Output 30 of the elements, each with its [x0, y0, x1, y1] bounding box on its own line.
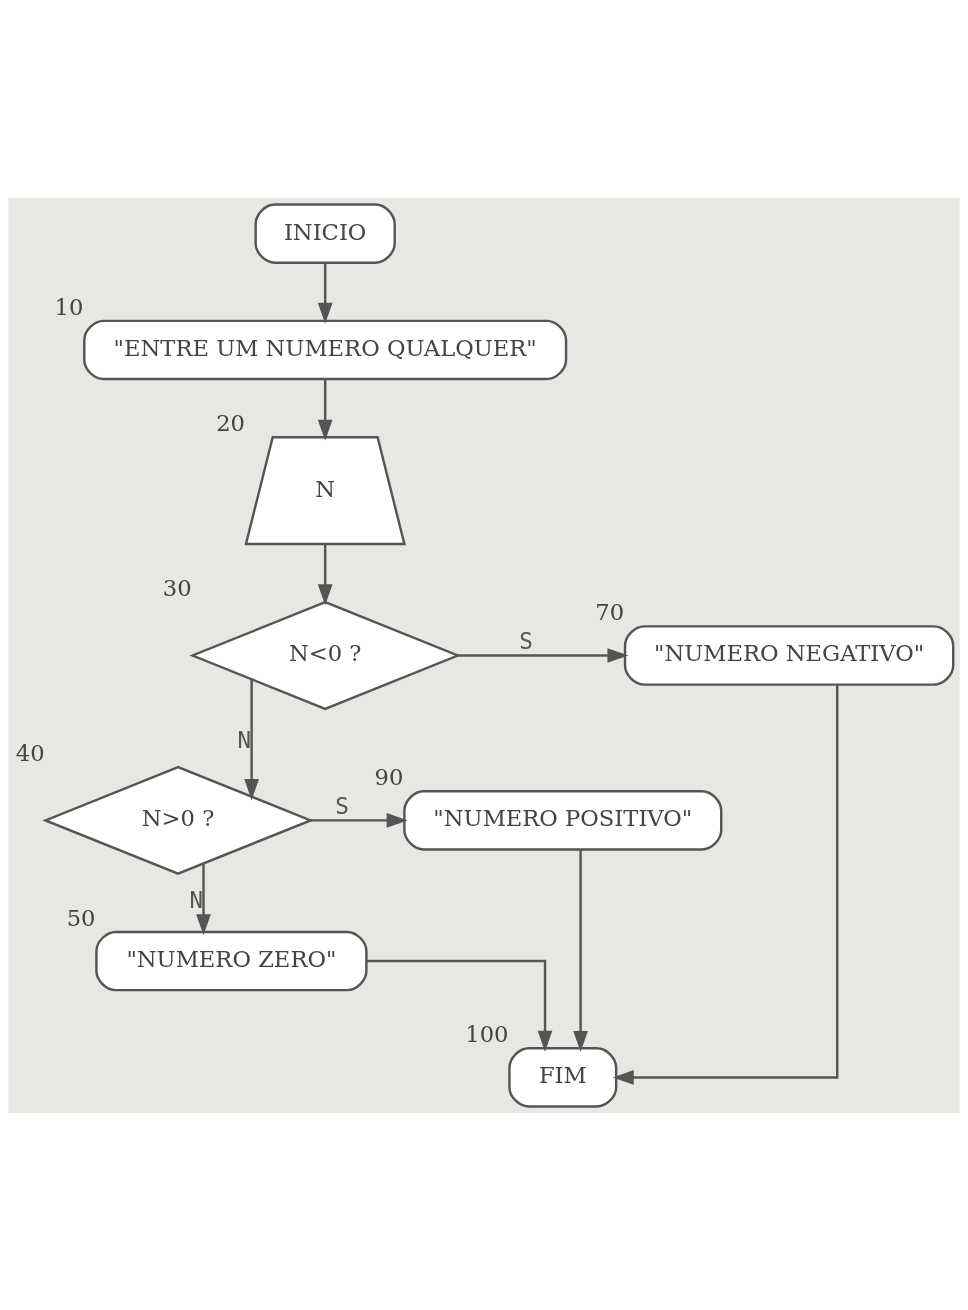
- edge-label: N: [237, 726, 252, 753]
- arrow: [458, 647, 629, 663]
- edge-label: S: [519, 627, 533, 654]
- node-box: "NUMERO ZERO": [95, 930, 368, 991]
- node-label: 10: [54, 293, 84, 320]
- edge-label: S: [335, 792, 349, 819]
- arrow: [366, 959, 553, 1052]
- node-label: 90: [374, 763, 404, 790]
- arrow: [317, 378, 333, 441]
- arrow: [573, 849, 588, 1052]
- arrow: [612, 684, 839, 1085]
- node-label: 30: [162, 574, 192, 601]
- node-box: "NUMERO NEGATIVO": [623, 624, 955, 686]
- node-label: 70: [595, 598, 625, 625]
- node-box: "ENTRE UM NUMERO QUALQUER": [83, 319, 568, 380]
- node-label: 20: [216, 409, 245, 436]
- node-box: INICIO: [254, 202, 396, 264]
- arrow: [244, 679, 259, 800]
- node-label: 50: [66, 904, 96, 931]
- node-label: 40: [15, 739, 45, 766]
- node-box: FIM: [508, 1046, 618, 1108]
- node-diamond: N<0 ?: [189, 600, 461, 710]
- node-diamond: N>0 ?: [42, 765, 314, 875]
- arrow: [317, 543, 333, 605]
- node-label: 100: [465, 1020, 509, 1047]
- node-box: "NUMERO POSITIVO": [403, 789, 723, 851]
- arrow: [311, 812, 408, 828]
- arrow: [317, 262, 333, 324]
- edge-label: N: [189, 886, 204, 913]
- arrow: [196, 863, 211, 935]
